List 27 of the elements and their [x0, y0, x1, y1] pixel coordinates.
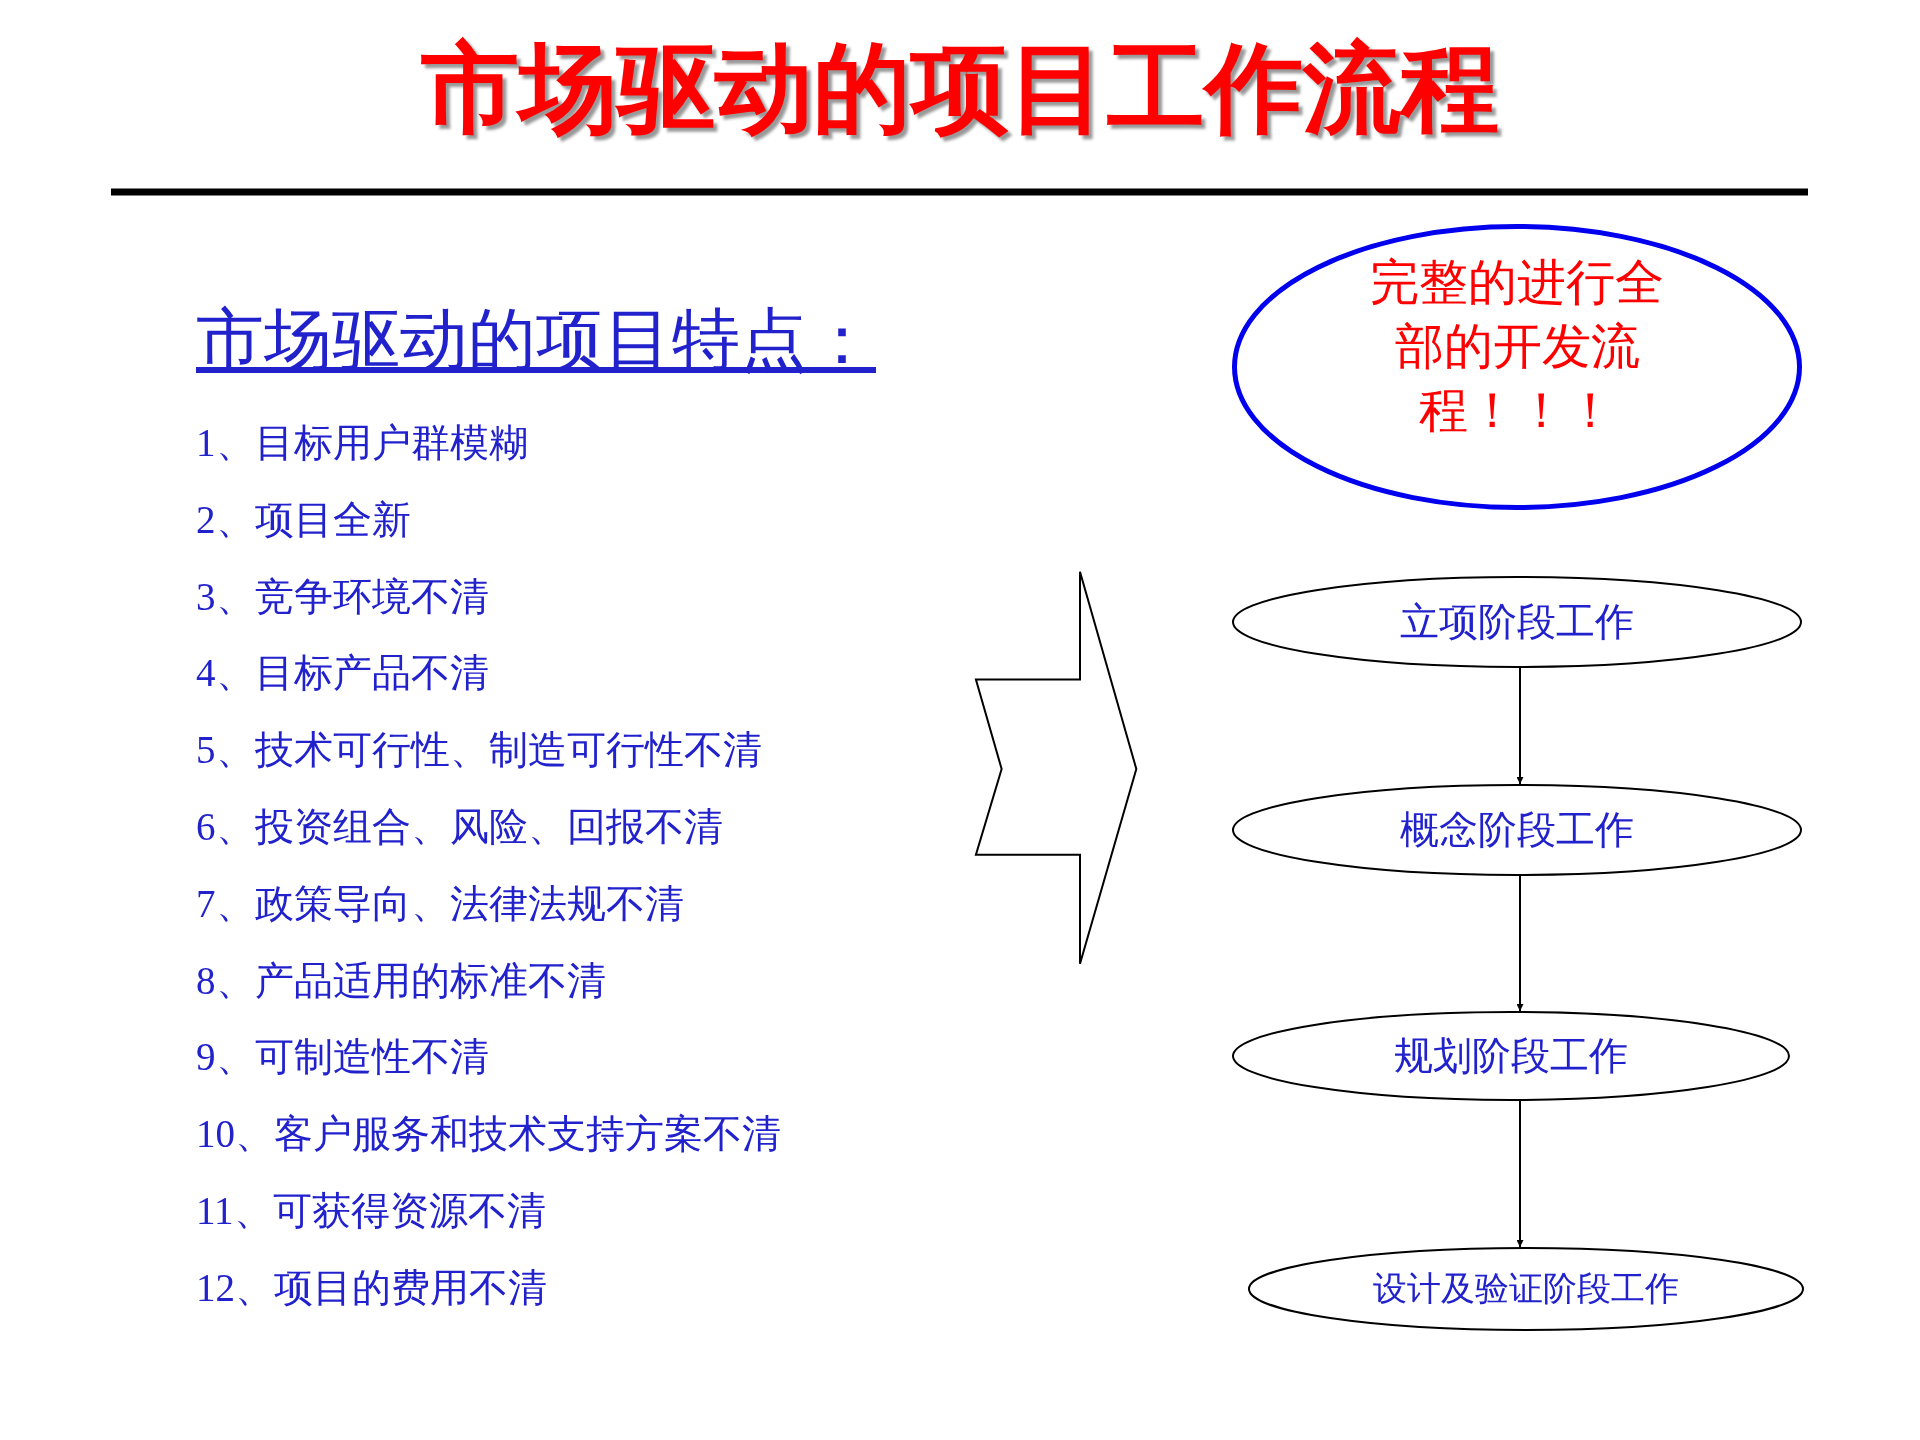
- ellipse-node: [1232, 1011, 1790, 1101]
- list-item: 5、技术可行性、制造可行性不清: [196, 727, 762, 774]
- list-item: 10、客户服务和技术支持方案不清: [196, 1111, 781, 1158]
- node-text: 规划阶段工作: [1394, 1032, 1628, 1079]
- list-item: 1、目标用户群模糊: [196, 420, 528, 466]
- node-text: 设计及验证阶段工作: [1373, 1268, 1679, 1309]
- node-text: 概念阶段工作: [1400, 806, 1634, 853]
- node-text: 完整的进行全部的开发流程！！！: [1369, 254, 1665, 440]
- list-item: 8、产品适用的标准不清: [196, 957, 606, 1004]
- ellipse-node: [1232, 224, 1802, 510]
- arrow: [1516, 875, 1524, 1012]
- list-item: 9、可制造性不清: [196, 1034, 489, 1081]
- list-item: 4、目标产品不清: [196, 650, 489, 697]
- ellipse-node: [1248, 1247, 1804, 1331]
- arrow: [1516, 1100, 1524, 1248]
- ellipse-node: [1232, 576, 1802, 668]
- list-item: 11、可获得资源不清: [196, 1188, 546, 1234]
- list-item: 2、项目全新: [196, 496, 411, 543]
- list-item: 3、竞争环境不清: [196, 573, 489, 620]
- section-heading: 市场驱动的项目特点：: [196, 301, 877, 380]
- arrow: [1516, 667, 1524, 785]
- title: 市场驱动的项目工作流程: [420, 36, 1500, 144]
- list-item: 7、政策导向、法律法规不清: [196, 880, 684, 927]
- node-text: 立项阶段工作: [1400, 598, 1634, 645]
- list-item: 6、投资组合、风险、回报不清: [196, 804, 723, 850]
- ellipse-node: [1232, 784, 1802, 876]
- list-item: 12、项目的费用不清: [196, 1264, 547, 1311]
